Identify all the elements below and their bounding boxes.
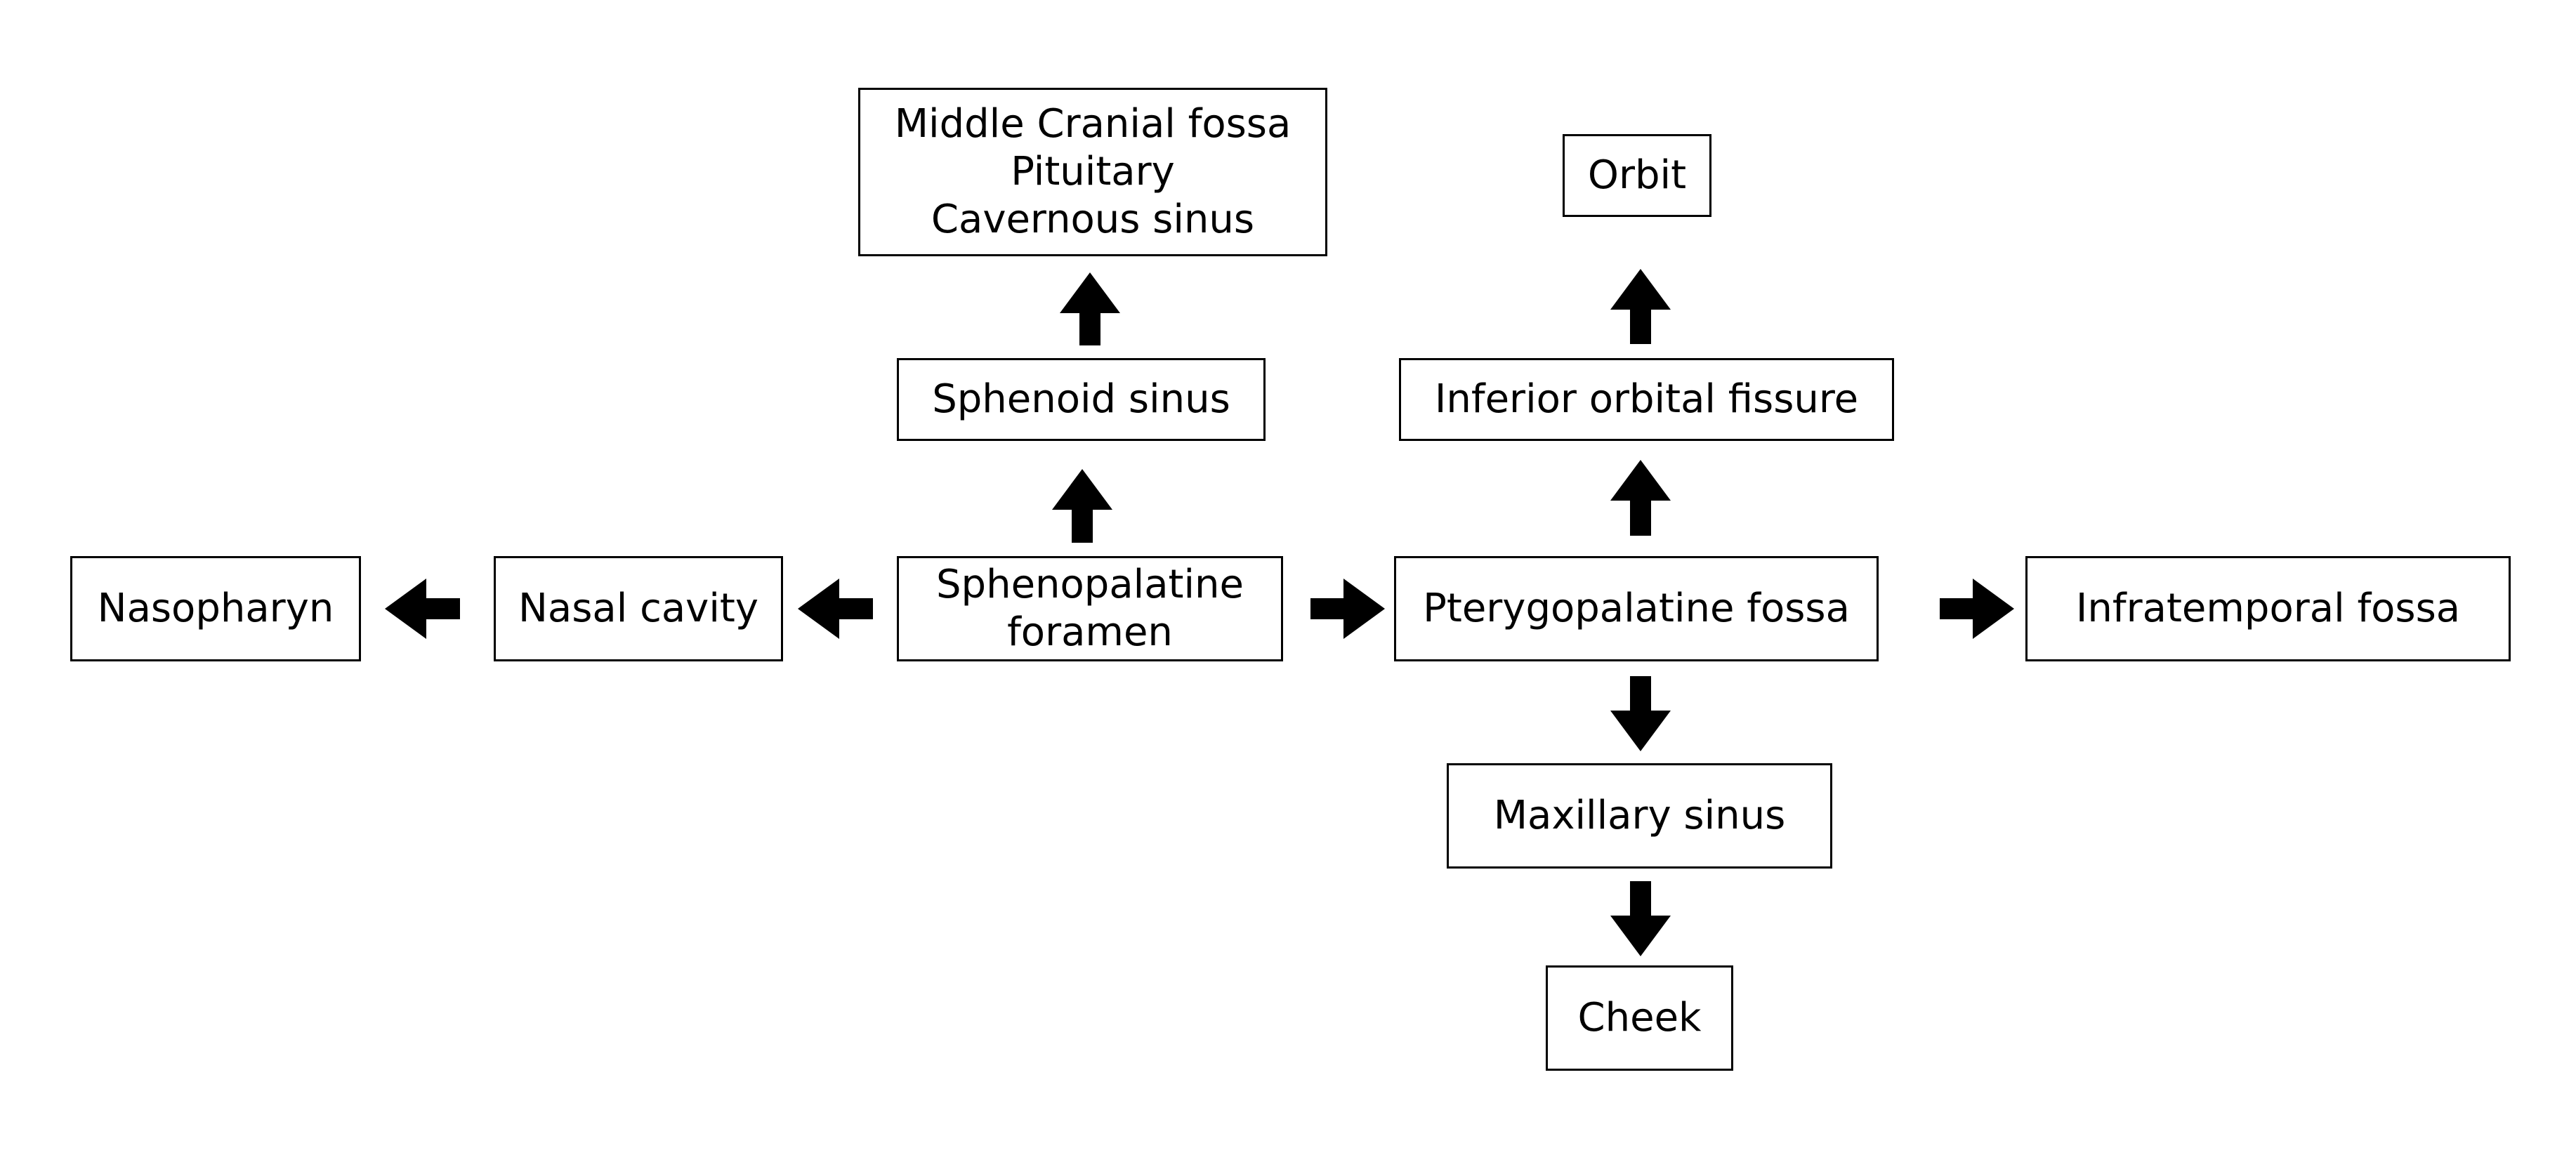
node-sphenopalatine-foramen: Sphenopalatine foramen: [897, 556, 1283, 661]
node-label: Infratemporal fossa: [2075, 585, 2461, 631]
node-line: foramen: [1007, 609, 1173, 655]
node-label: Nasal cavity: [518, 585, 758, 631]
node-label: Sphenoid sinus: [932, 376, 1230, 422]
node-line: Cavernous sinus: [931, 197, 1255, 243]
node-label: Nasopharyn: [97, 585, 334, 631]
node-label: Orbit: [1587, 152, 1687, 198]
node-maxillary-sinus: Maxillary sinus: [1447, 763, 1832, 869]
node-sphenoid-sinus: Sphenoid sinus: [897, 358, 1266, 441]
node-cheek: Cheek: [1546, 965, 1733, 1071]
node-middle-cranial-fossa: Middle Cranial fossa Pituitary Cavernous…: [858, 88, 1327, 256]
node-nasopharyn: Nasopharyn: [70, 556, 361, 661]
node-inferior-orbital-fissure: Inferior orbital fissure: [1399, 358, 1894, 441]
arrow-right-icon: [1940, 579, 2014, 639]
arrow-up-icon: [1610, 269, 1671, 344]
arrow-up-icon: [1610, 460, 1671, 536]
arrow-right-icon: [1310, 579, 1385, 639]
arrow-down-icon: [1610, 881, 1671, 956]
node-line: Sphenopalatine: [936, 561, 1244, 607]
node-line: Pituitary: [1011, 148, 1175, 194]
arrow-up-icon: [1060, 272, 1120, 345]
arrow-left-icon: [385, 579, 460, 639]
arrow-up-icon: [1052, 469, 1112, 543]
node-infratemporal-fossa: Infratemporal fossa: [2025, 556, 2511, 661]
arrow-left-icon: [798, 579, 873, 639]
node-label: Inferior orbital fissure: [1434, 376, 1859, 422]
node-orbit: Orbit: [1563, 134, 1711, 217]
node-label: Pterygopalatine fossa: [1423, 585, 1850, 631]
arrow-down-icon: [1610, 676, 1671, 751]
node-label: Cheek: [1577, 994, 1702, 1041]
node-nasal-cavity: Nasal cavity: [494, 556, 783, 661]
node-pterygopalatine-fossa: Pterygopalatine fossa: [1394, 556, 1879, 661]
node-label: Maxillary sinus: [1493, 792, 1786, 838]
node-line: Middle Cranial fossa: [894, 100, 1292, 147]
